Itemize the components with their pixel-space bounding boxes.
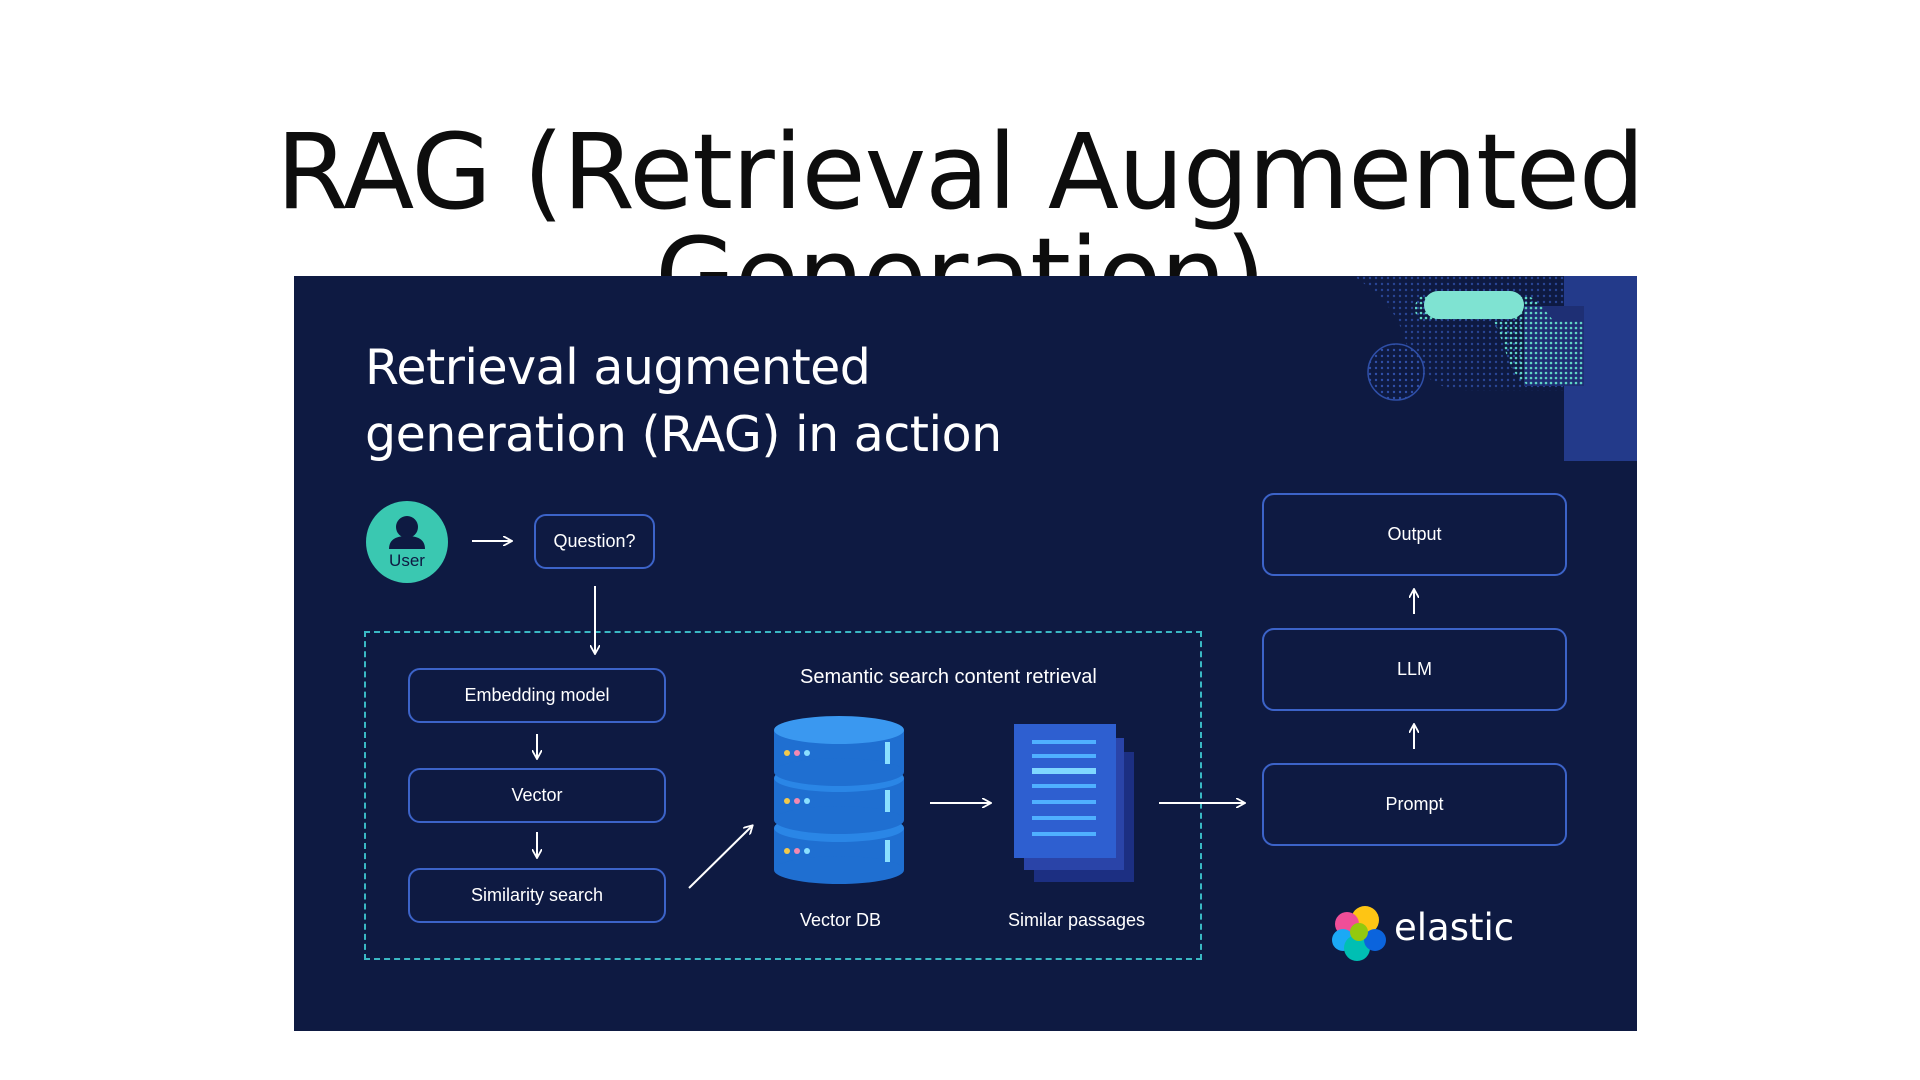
- elastic-logo-icon: [1332, 906, 1386, 961]
- retrieval-region: [364, 631, 1202, 960]
- prompt-label: Prompt: [1385, 794, 1444, 814]
- diagram-title-line-2: generation (RAG) in action: [365, 406, 1002, 463]
- documents-icon: [1014, 724, 1134, 882]
- vector-box: Vector: [408, 768, 666, 823]
- user-node: User: [366, 501, 448, 583]
- passages-label: Similar passages: [1008, 910, 1146, 930]
- diagram-title-line-1: Retrieval augmented: [365, 339, 871, 396]
- output-label: Output: [1387, 524, 1442, 544]
- arrow-similarity-to-vectordb: [688, 826, 752, 889]
- output-box: Output: [1262, 493, 1567, 576]
- database-icon: [774, 716, 904, 884]
- similarity-search-label: Similarity search: [470, 885, 604, 905]
- embedding-model-label: Embedding model: [464, 685, 610, 705]
- llm-label: LLM: [1396, 659, 1432, 679]
- rag-diagram-panel: Retrieval augmented generation (RAG) in …: [294, 276, 1637, 1031]
- similarity-search-box: Similarity search: [408, 868, 666, 923]
- elastic-logo-text: elastic: [1394, 906, 1515, 949]
- question-label: Question?: [553, 531, 636, 551]
- vector-label: Vector: [511, 785, 563, 805]
- user-label: User: [389, 551, 425, 570]
- question-box: Question?: [534, 514, 655, 569]
- flow-arrows: [472, 276, 1637, 889]
- user-icon: [389, 516, 425, 549]
- vectordb-label: Vector DB: [800, 910, 882, 930]
- decorative-shapes: [1354, 276, 1637, 461]
- llm-box: LLM: [1262, 628, 1567, 711]
- diagram-title: Retrieval augmented generation (RAG) in …: [365, 334, 1002, 468]
- prompt-box: Prompt: [1262, 763, 1567, 846]
- retrieval-region-label: Semantic search content retrieval: [800, 666, 1097, 688]
- embedding-model-box: Embedding model: [408, 668, 666, 723]
